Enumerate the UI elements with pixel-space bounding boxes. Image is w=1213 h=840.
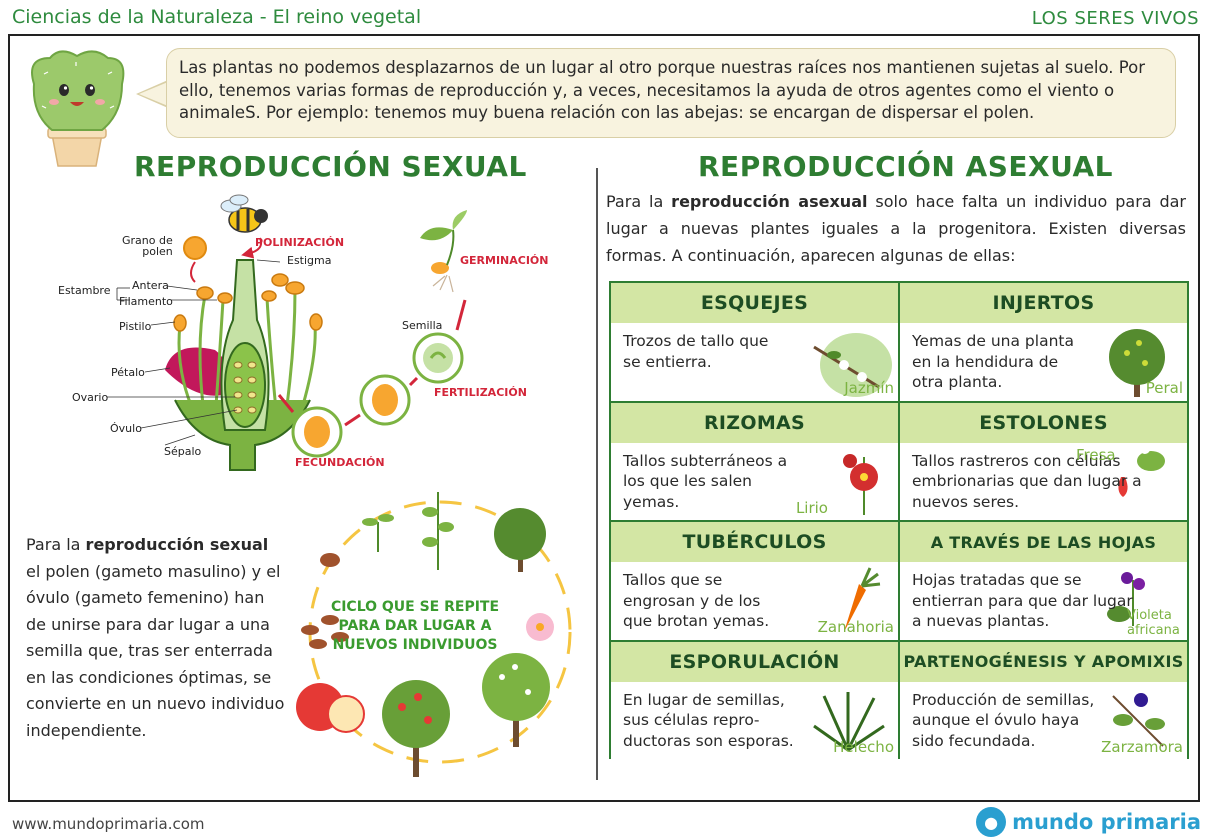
african-violet-icon <box>1107 572 1145 626</box>
stage-fertilizacion: FERTILIZACIÓN <box>434 386 527 399</box>
method-title: A TRAVÉS DE LAS HOJAS <box>900 522 1187 562</box>
flower-anatomy-diagram <box>107 194 467 471</box>
plant-caption: Lirio <box>795 498 828 517</box>
asexual-methods-table: ESQUEJES Trozos de tallo que se entierra… <box>609 281 1189 759</box>
label-sepalo: Sépalo <box>164 445 202 458</box>
method-title: ESQUEJES <box>611 283 898 323</box>
blackberry-icon <box>1112 692 1165 747</box>
cycle-caption: CICLO QUE SE REPITE PARA DAR LUGAR A NUE… <box>330 599 500 653</box>
topic-title: LOS SERES VIVOS <box>1031 8 1199 29</box>
method-hojas: A TRAVÉS DE LAS HOJAS Hojas tratadas que… <box>900 522 1187 640</box>
label-ovario: Ovario <box>72 391 109 404</box>
plant-life-cycle-diagram <box>296 492 572 777</box>
method-tuberculos: TUBÉRCULOS Tallos que se engrosan y de l… <box>611 522 898 640</box>
flowering-tree-icon <box>482 653 550 747</box>
sexual-reproduction-title: REPRODUCCIÓN SEXUAL <box>134 150 527 183</box>
label-semilla: Semilla <box>402 319 443 332</box>
column-divider <box>596 168 598 780</box>
fern-icon <box>813 691 885 751</box>
label-pistilo: Pistilo <box>119 320 152 333</box>
footer-url[interactable]: www.mundoprimaria.com <box>12 815 205 833</box>
apple-tree-icon <box>382 680 450 777</box>
method-injertos: INJERTOS Yemas de una planta en la hendi… <box>900 283 1187 401</box>
young-tree-icon <box>494 508 546 572</box>
method-title: TUBÉRCULOS <box>611 522 898 562</box>
label-antera: Antera <box>132 279 169 292</box>
sapling-icon <box>422 492 454 570</box>
asexual-reproduction-text: Para la reproducción asexual solo hace f… <box>606 192 1187 265</box>
blossom-icon <box>526 613 554 641</box>
carrot-icon <box>844 567 881 632</box>
method-title: PARTENOGÉNESIS Y APOMIXIS <box>900 641 1187 682</box>
label-filamento: Filamento <box>119 295 173 308</box>
globe-icon: ● <box>976 807 1007 837</box>
sexual-reproduction-text: Para la reproducción sexual el polen (ga… <box>26 535 285 740</box>
lily-icon <box>843 453 878 515</box>
jasmine-branch-icon <box>813 333 892 397</box>
brand-name: mundo primaria <box>1012 810 1201 834</box>
method-esquejes: ESQUEJES Trozos de tallo que se entierra… <box>611 283 898 401</box>
bee-icon <box>220 194 268 233</box>
seed-icon <box>320 553 340 567</box>
asexual-reproduction-title: REPRODUCCIÓN ASEXUAL <box>698 150 1113 183</box>
label-petalo: Pétalo <box>111 366 145 379</box>
seeds-icon <box>301 615 349 649</box>
method-title: RIZOMAS <box>611 402 898 443</box>
plant-caption: Zanahoria <box>817 618 894 636</box>
plant-caption: Fresa <box>1076 445 1116 464</box>
method-title: ESPORULACIÓN <box>611 641 898 682</box>
plant-caption: Jazmín <box>844 379 894 397</box>
stage-polinizacion: POLINIZACIÓN <box>255 236 345 249</box>
label-estigma: Estigma <box>287 254 332 267</box>
subject-title: Ciencias de la Naturaleza - El reino veg… <box>12 6 422 28</box>
sprout-icon <box>362 514 394 552</box>
method-title: INJERTOS <box>900 283 1187 323</box>
method-partenogenesis: PARTENOGÉNESIS Y APOMIXIS Producción de … <box>900 641 1187 759</box>
method-title: ESTOLONES <box>900 402 1187 443</box>
brand-logo[interactable]: ● mundo primaria <box>976 807 1201 837</box>
intro-speech-bubble: Las plantas no podemos desplazarnos de u… <box>166 48 1176 138</box>
cactus-mascot-icon <box>31 50 125 167</box>
label-estambre: Estambre <box>58 284 111 297</box>
strawberry-icon <box>1118 443 1172 497</box>
stage-fecundacion: FECUNDACIÓN <box>295 456 385 469</box>
plant-caption: Violeta africana <box>1127 607 1180 638</box>
stage-germinacion: GERMINACIÓN <box>460 254 549 267</box>
content-frame <box>8 34 1200 802</box>
plant-caption: Zarzamora <box>1101 737 1183 756</box>
pear-tree-icon <box>1109 329 1165 397</box>
plant-caption: Peral <box>1145 379 1183 397</box>
method-esporulacion: ESPORULACIÓN En lugar de semillas, sus c… <box>611 641 898 759</box>
method-rizomas: RIZOMAS Tallos subterráneos a los que le… <box>611 402 898 520</box>
label-ovulo: Óvulo <box>110 422 142 435</box>
plant-caption: Helecho <box>833 737 894 756</box>
apple-icon <box>296 683 365 733</box>
method-estolones: ESTOLONES Tallos rastreros con células e… <box>900 402 1187 520</box>
